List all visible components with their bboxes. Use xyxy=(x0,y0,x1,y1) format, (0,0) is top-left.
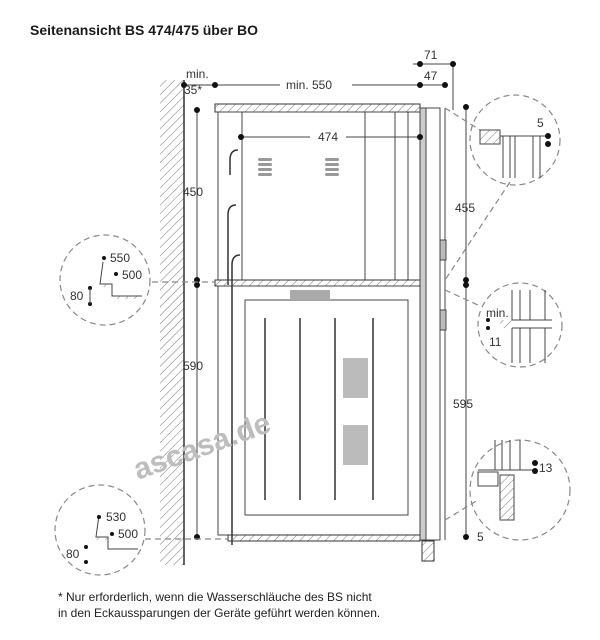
detail-mid-right: min. 11 xyxy=(444,282,563,368)
middle-shelf xyxy=(214,279,421,287)
plinth xyxy=(421,540,435,562)
watermark: ascasa.de xyxy=(129,407,275,487)
dim-71: 71 xyxy=(424,48,438,62)
detail-bottom-left: 530 500 80 xyxy=(54,484,146,576)
dim-450: 450 xyxy=(183,185,203,199)
detail-bottom-right: 13 xyxy=(444,439,571,541)
dim-47: 47 xyxy=(424,69,438,83)
detail-5-top: 5 xyxy=(537,116,544,130)
detail-11: 11 xyxy=(489,335,502,349)
front-panels xyxy=(419,107,447,541)
dim-min-label: min. xyxy=(186,67,209,81)
detail-bottom-530: 530 xyxy=(106,510,126,524)
dim-min-35: 35* xyxy=(184,83,202,97)
detail-bottom-500: 500 xyxy=(118,527,138,541)
detail-top-left: 550 500 80 xyxy=(59,234,151,326)
drawing-title: Seitenansicht BS 474/475 über BO xyxy=(30,22,258,38)
wall xyxy=(160,80,185,565)
water-hose xyxy=(227,149,241,545)
dim-455: 455 xyxy=(455,201,475,215)
vent-slots xyxy=(258,158,339,176)
detail-13: 13 xyxy=(539,461,553,475)
detail-top-80: 80 xyxy=(70,289,84,303)
detail-bottom-80: 80 xyxy=(66,547,80,561)
dim-590: 590 xyxy=(183,359,203,373)
footnote-line-2: in den Eckaussparungen der Geräte geführ… xyxy=(58,606,381,620)
footnote-line-1: * Nur erforderlich, wenn die Wasserschlä… xyxy=(58,590,372,604)
lower-oven xyxy=(217,285,421,536)
dim-474: 474 xyxy=(318,130,338,144)
footnote: * Nur erforderlich, wenn die Wasserschlä… xyxy=(58,589,380,621)
dim-min-550: min. 550 xyxy=(286,78,332,92)
detail-top-550: 550 xyxy=(110,251,130,265)
bottom-shelf xyxy=(227,534,421,542)
upper-appliance xyxy=(217,111,421,545)
detail-top-500: 500 xyxy=(122,268,142,282)
dim-595: 595 xyxy=(453,397,473,411)
detail-min-label: min. xyxy=(486,306,509,320)
top-shelf xyxy=(214,103,421,113)
dim-5-bottom: 5 xyxy=(477,530,484,544)
dimension-lines xyxy=(181,61,469,540)
detail-top-right: 5 xyxy=(444,94,561,281)
